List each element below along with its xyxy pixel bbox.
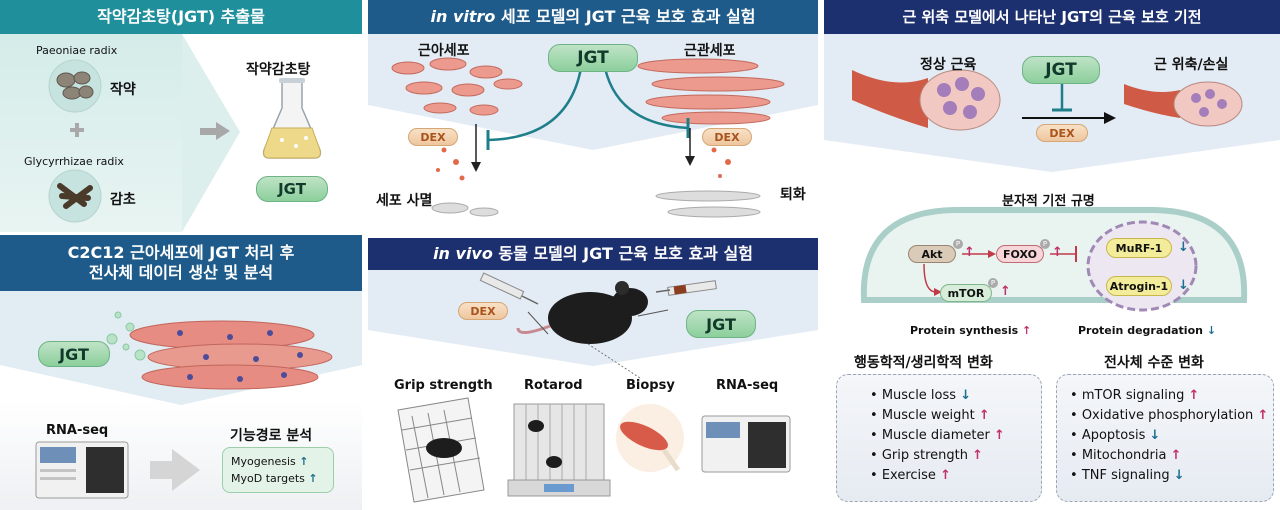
murf-down-arrow: ↓	[1178, 240, 1189, 255]
list-item: • Muscle loss ↓	[870, 388, 972, 403]
panel-mechanism: 근 위축 모델에서 나타난 JGT의 근육 보호 기전 정상 근육 근 위축/손…	[824, 0, 1280, 510]
murf-node: MuRF-1	[1106, 238, 1172, 258]
dex-badge: DEX	[408, 128, 458, 146]
panel-invivo-header: in vivo 동물 모델의 JGT 근육 보호 효과 실험	[368, 238, 818, 270]
panel-invivo-art	[368, 270, 818, 503]
mouse-icon	[516, 281, 648, 344]
panel-transcriptome-header: C2C12 근아세포에 JGT 처리 후 전사체 데이터 생산 및 분석	[0, 235, 362, 291]
transcript-title: 전사체 수준 변화	[1104, 355, 1204, 371]
jgt-badge: JGT	[1022, 56, 1100, 84]
pathway-label: 기능경로 분석	[230, 428, 313, 444]
panel-mechanism-header: 근 위축 모델에서 나타난 JGT의 근육 보호 기전	[824, 0, 1280, 34]
right-arrow-icon	[150, 449, 200, 491]
syringe-icon	[479, 272, 539, 305]
akt-up-arrow: ↑	[964, 245, 975, 260]
myoblast-label: 근아세포	[418, 43, 470, 59]
syringe-icon	[655, 280, 717, 296]
normal-muscle-label: 정상 근육	[920, 57, 977, 73]
pathway-box: Myogenesis ↑ MyoD targets ↑	[222, 447, 334, 493]
glycyrrhiza-latin-label: Glycyrrhizae radix	[24, 155, 124, 168]
panel-invitro-header: in vitro 세포 모델의 JGT 근육 보호 효과 실험	[368, 0, 818, 34]
panel-invitro-art	[368, 34, 818, 218]
dex-badge: DEX	[1036, 124, 1088, 142]
flask-icon	[262, 78, 322, 159]
behavior-box	[836, 374, 1042, 502]
protein-degradation-label: Protein degradation ↓	[1078, 324, 1217, 337]
atrogin-down-arrow: ↓	[1178, 278, 1189, 293]
foxo-node: FOXO	[996, 245, 1044, 263]
akt-phospho-icon: P	[953, 239, 963, 249]
panel-invivo: in vivo 동물 모델의 JGT 근육 보호 효과 실험 DEX JGT G…	[368, 238, 818, 510]
mtor-up-arrow: ↑	[1000, 284, 1011, 299]
header-italic: in vivo	[433, 244, 493, 263]
product-label: 작약감초탕	[246, 62, 311, 78]
myoblast-cells	[391, 57, 523, 116]
cell-death-label: 세포 사멸	[376, 193, 433, 209]
test-biopsy-label: Biopsy	[626, 378, 675, 393]
list-item: • Mitochondria ↑	[1070, 448, 1182, 463]
behavior-title: 행동학적/생리학적 변화	[854, 355, 993, 371]
panel-transcriptome: C2C12 근아세포에 JGT 처리 후 전사체 데이터 생산 및 분석 JGT…	[0, 235, 362, 510]
muscle-icon	[620, 421, 681, 472]
header-italic: in vitro	[430, 7, 496, 26]
myotube-label: 근관세포	[684, 43, 736, 59]
pathway-item: Myogenesis ↑	[231, 455, 309, 468]
panel-invitro: in vitro 세포 모델의 JGT 근육 보호 효과 실험 근아세포 근관세…	[368, 0, 818, 232]
right-arrow-icon	[200, 122, 230, 140]
molecular-title: 분자적 기전 규명	[1002, 194, 1095, 209]
list-item: • Muscle weight ↑	[870, 408, 990, 423]
rotarod-icon	[507, 403, 611, 497]
foxo-phospho-icon: P	[1040, 239, 1050, 249]
mtor-phospho-icon: P	[988, 278, 998, 288]
panel-extract-art	[48, 34, 322, 232]
dex-badge: DEX	[702, 128, 752, 146]
atrophy-muscle-label: 근 위축/손실	[1154, 57, 1229, 73]
myoblast-cells	[129, 320, 333, 390]
atrogin-node: Atrogin-1	[1106, 276, 1172, 296]
header-text: 동물 모델의 JGT 근육 보호 효과 실험	[492, 244, 753, 263]
rnaseq-label: RNA-seq	[46, 423, 109, 438]
list-item: • Oxidative phosphorylation ↑	[1070, 408, 1269, 423]
sequencer-icon	[35, 441, 129, 499]
test-grip-label: Grip strength	[394, 378, 493, 393]
panel-extract-header: 작약감초탕(JGT) 추출물	[0, 0, 362, 34]
jgt-badge: JGT	[548, 44, 638, 72]
panel-extract: 작약감초탕(JGT) 추출물 Paeoniae radix 작약 Glycyrr…	[0, 0, 362, 232]
header-line-2: 전사체 데이터 생산 및 분석	[88, 263, 274, 282]
list-item: • TNF signaling ↓	[1070, 468, 1185, 483]
bubbles	[106, 311, 152, 361]
mtor-node: mTOR	[940, 284, 992, 302]
jgt-badge: JGT	[256, 176, 328, 202]
pathway-item: MyoD targets ↑	[231, 472, 318, 485]
header-line-1: C2C12 근아세포에 JGT 처리 후	[67, 243, 295, 262]
jgt-badge: JGT	[686, 310, 756, 338]
transcript-box	[1056, 374, 1274, 502]
foxo-up-arrow: ↑	[1052, 245, 1063, 260]
paeonia-label: 작약	[110, 82, 136, 98]
degeneration-label: 퇴화	[780, 187, 806, 203]
list-item: • Exercise ↑	[870, 468, 951, 483]
behavior-list: • Muscle loss ↓ • Muscle weight ↑ • Musc…	[870, 386, 1005, 486]
header-text: 세포 모델의 JGT 근육 보호 효과 실험	[495, 7, 756, 26]
list-item: • mTOR signaling ↑	[1070, 388, 1200, 403]
sequencer-icon	[701, 415, 791, 473]
transcript-list: • mTOR signaling ↑ • Oxidative phosphory…	[1070, 386, 1268, 486]
dex-badge: DEX	[458, 302, 508, 320]
akt-node: Akt	[908, 245, 956, 263]
panel-transcriptome-art	[0, 291, 362, 499]
licorice-icon	[57, 183, 93, 209]
atrophy-muscle-icon	[1124, 81, 1243, 127]
test-rnaseq-label: RNA-seq	[716, 378, 779, 393]
list-item: • Muscle diameter ↑	[870, 428, 1005, 443]
test-rotarod-label: Rotarod	[524, 378, 583, 393]
paeonia-latin-label: Paeoniae radix	[36, 44, 118, 57]
normal-muscle-icon	[852, 69, 1001, 131]
protein-synthesis-label: Protein synthesis ↑	[910, 324, 1032, 337]
list-item: • Grip strength ↑	[870, 448, 984, 463]
jgt-badge: JGT	[38, 341, 110, 367]
glycyrrhiza-label: 감초	[110, 192, 136, 208]
list-item: • Apoptosis ↓	[1070, 428, 1161, 443]
paeonia-icon	[56, 71, 94, 100]
myotube-cells	[637, 58, 785, 125]
